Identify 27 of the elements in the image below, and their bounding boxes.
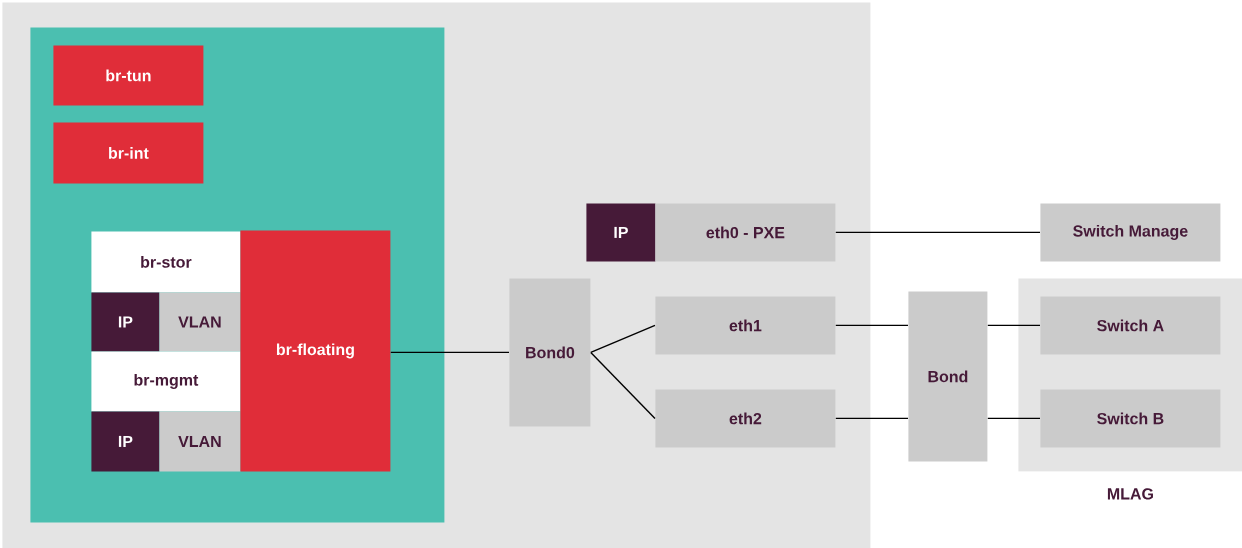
interface-box: eth1	[655, 296, 836, 355]
switch-box: Switch B	[1040, 389, 1221, 448]
bridge-box: br-stor	[91, 231, 241, 293]
vlan-box: VLAN	[159, 411, 241, 472]
vlan-box: VLAN	[159, 292, 241, 352]
ip-box: IP	[91, 411, 160, 472]
connector-line	[835, 324, 909, 327]
connector-line	[590, 351, 656, 420]
switch-box: Switch Manage	[1040, 203, 1221, 262]
connector-line	[987, 324, 1041, 327]
interface-box: eth2	[655, 389, 836, 448]
interface-box: eth0 - PXE	[655, 203, 836, 262]
ip-box: IP	[586, 203, 656, 262]
bridge-box: br-floating	[240, 230, 391, 472]
connector-line	[835, 231, 1041, 234]
bond-box: Bond0	[509, 278, 591, 427]
bond-box: Bond	[908, 291, 988, 462]
connector-line	[987, 417, 1041, 420]
bridge-box: br-tun	[53, 45, 204, 106]
node-label: MLAG	[1107, 488, 1153, 500]
ip-box: IP	[91, 292, 160, 352]
connector-line	[835, 417, 909, 420]
switch-box: Switch A	[1040, 296, 1221, 355]
bridge-box: br-mgmt	[91, 351, 241, 412]
connector-line	[590, 324, 656, 354]
bridge-box: br-int	[53, 122, 204, 184]
connector-line	[390, 351, 510, 354]
